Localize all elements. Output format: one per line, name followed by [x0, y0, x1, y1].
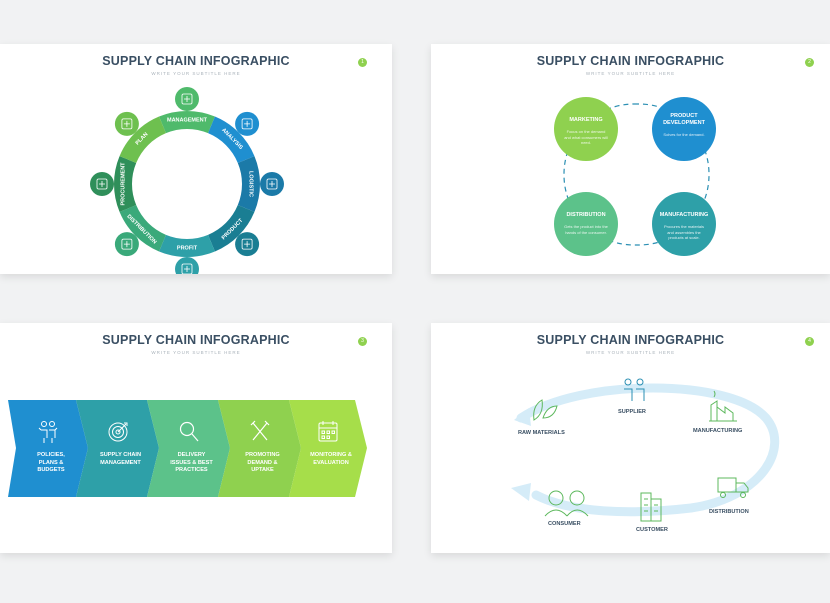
- slide-title: SUPPLY CHAIN INFOGRAPHIC: [102, 333, 290, 347]
- stage-label-distribution: DISTRIBUTION: [709, 509, 749, 515]
- buildings-icon: [640, 492, 662, 522]
- circle-distribution: DISTRIBUTION Gets the product into the h…: [554, 192, 618, 256]
- circle-text: Solves for the demand.: [663, 132, 705, 137]
- ring-segment: [119, 116, 166, 163]
- slide-supply-cycle[interactable]: SUPPLY CHAIN INFOGRAPHIC WRITE YOUR SUBT…: [431, 323, 830, 553]
- circle-text: Gets the product into the hands of the c…: [564, 224, 608, 235]
- circle-title: PRODUCT DEVELOPMENT: [663, 113, 705, 126]
- workers-icon: [624, 378, 645, 401]
- page-number-badge: 1: [358, 58, 367, 67]
- truck-icon: [717, 477, 749, 498]
- ring-center: [133, 130, 241, 238]
- page-number-badge: 3: [358, 337, 367, 346]
- leaves-icon: [533, 399, 558, 421]
- chevron-step-5: MONITORING & EVALUATION: [289, 400, 367, 497]
- ring-segment: [159, 234, 215, 257]
- circle-title: MARKETING: [569, 117, 603, 123]
- ring-segment-label: MANAGEMENT: [167, 117, 208, 123]
- slide-ring-infographic[interactable]: SUPPLY CHAIN INFOGRAPHIC WRITE YOUR SUBT…: [0, 44, 392, 274]
- stage-label-supplier: SUPPLIER: [618, 409, 646, 415]
- slide-title: SUPPLY CHAIN INFOGRAPHIC: [536, 333, 725, 347]
- circle-text: Focus on the demand and what consumers w…: [564, 129, 608, 145]
- chevron-step-3: DELIVERY ISSUES & BEST PRACTICES: [147, 400, 230, 497]
- step-label: MONITORING & EVALUATION: [310, 452, 352, 466]
- circle-manufacturing: MANUFACTURING Procures the materials and…: [652, 192, 716, 256]
- circle-product-development: PRODUCT DEVELOPMENT Solves for the deman…: [652, 97, 716, 161]
- ring-segment-label: PROCUREMENT: [120, 162, 126, 206]
- magnifier-icon: [179, 421, 198, 442]
- step-label: DELIVERY ISSUES & BEST PRACTICES: [170, 452, 213, 473]
- slide-subtitle: WRITE YOUR SUBTITLE HERE: [151, 350, 241, 355]
- circle-marketing: MARKETING Focus on the demand and what c…: [554, 97, 618, 161]
- slide-title: SUPPLY CHAIN INFOGRAPHIC: [536, 54, 725, 68]
- ring-segment-label: LOGISTIC: [248, 171, 254, 197]
- dashed-connector: [563, 103, 710, 246]
- slide-subtitle: WRITE YOUR SUBTITLE HERE: [585, 71, 676, 76]
- target-icon: [108, 422, 127, 442]
- chevron-step-1: POLICIES, PLANS & BUDGETS: [8, 400, 88, 497]
- ring-segment-label: PROFIT: [177, 245, 198, 251]
- circle-title: DISTRIBUTION: [566, 212, 606, 218]
- calendar-icon: [318, 421, 338, 442]
- ring-diagram: MANAGEMENTANALYSISLOGISTICPRODUCTPROFITD…: [90, 87, 284, 274]
- step-label: POLICIES, PLANS & BUDGETS: [37, 452, 65, 473]
- slide-subtitle: WRITE YOUR SUBTITLE HERE: [585, 350, 676, 355]
- ring-segment: [237, 156, 261, 212]
- people-icon: [544, 490, 589, 517]
- stage-label-customer: CUSTOMER: [636, 527, 668, 533]
- page-number-badge: 4: [805, 337, 814, 346]
- step-label: SUPPLY CHAIN MANAGEMENT: [99, 452, 142, 466]
- chevron-step-2: SUPPLY CHAIN MANAGEMENT: [76, 400, 159, 497]
- tools-icon: [250, 420, 269, 441]
- ring-segment: [159, 110, 215, 134]
- slide-chevron-process[interactable]: SUPPLY CHAIN INFOGRAPHIC WRITE YOUR SUBT…: [0, 323, 392, 553]
- slide-title: SUPPLY CHAIN INFOGRAPHIC: [102, 54, 290, 68]
- cycle-arrow: [511, 378, 780, 522]
- slide-subtitle: WRITE YOUR SUBTITLE HERE: [151, 71, 241, 76]
- people-icon: [38, 421, 58, 443]
- wallet-icon: [175, 257, 199, 274]
- stage-label-manufacturing: MANUFACTURING: [693, 428, 743, 434]
- step-label: PROMOTING DEMAND & UPTAKE: [245, 452, 280, 473]
- circle-title: MANUFACTURING: [659, 212, 709, 218]
- chevron-step-4: PROMOTING DEMAND & UPTAKE: [218, 400, 301, 497]
- ring-segment: [119, 205, 166, 252]
- factory-icon: [709, 390, 737, 422]
- circle-text: Procures the materials and assembles the…: [663, 224, 704, 240]
- ring-segment: [208, 116, 255, 163]
- ring-segment: [208, 205, 255, 252]
- slide-four-circles[interactable]: SUPPLY CHAIN INFOGRAPHIC WRITE YOUR SUBT…: [431, 44, 830, 274]
- page-number-badge: 2: [805, 58, 814, 67]
- ring-segment: [114, 156, 137, 212]
- stage-label-raw-materials: RAW MATERIALS: [518, 430, 565, 436]
- stage-label-consumer: CONSUMER: [548, 521, 581, 527]
